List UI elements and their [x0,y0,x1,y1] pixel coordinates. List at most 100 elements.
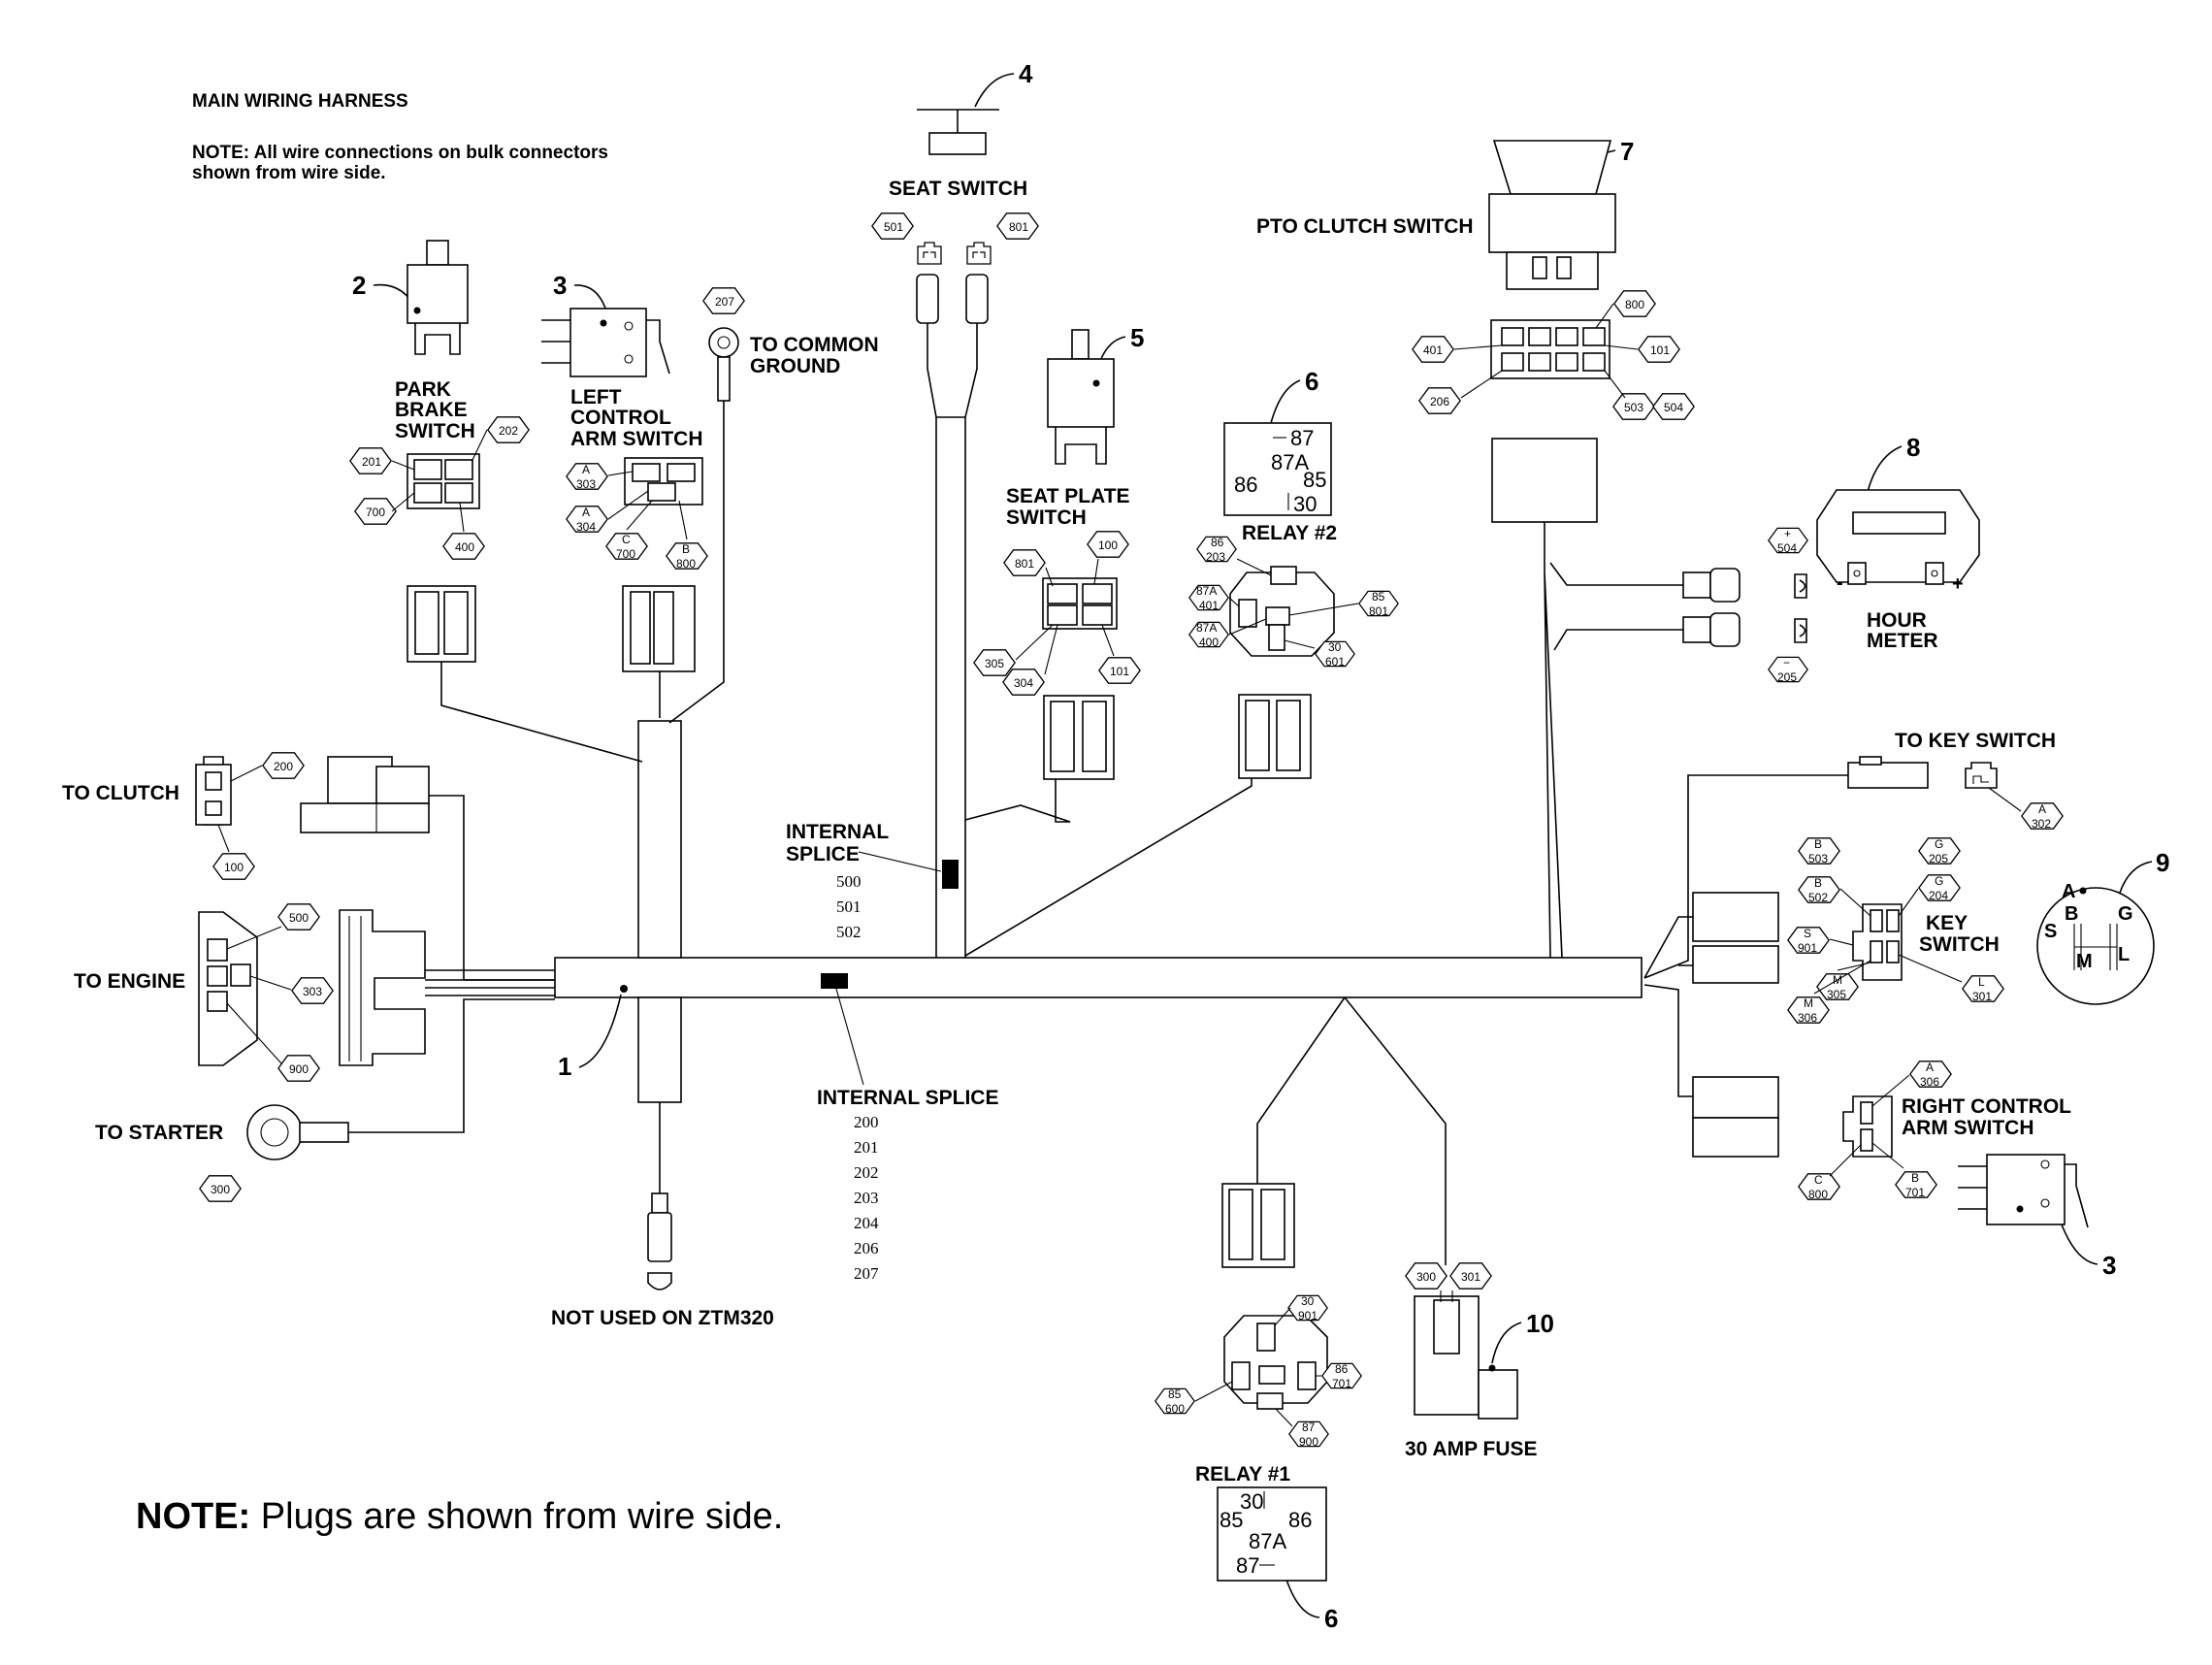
seat-plate-switch: SEAT PLATE SWITCH 801 100 305 304 101 [964,329,1141,823]
svg-text:B: B [682,542,690,556]
svg-text:8: 8 [1906,433,1920,462]
park-brake-switch: PARK BRAKE SWITCH 201 202 700 400 [349,240,643,763]
svg-text:100: 100 [224,861,244,874]
svg-text:B: B [1814,837,1822,851]
svg-text:800: 800 [1625,298,1644,311]
right-arm-label-1: RIGHT CONTROL [1902,1095,2071,1118]
svg-text:30: 30 [1328,640,1342,654]
relay-1-label: RELAY #1 [1195,1463,1290,1485]
svg-text:87: 87 [1302,1420,1316,1434]
callout-3-right: 3 [2061,1224,2116,1280]
svg-text:3: 3 [2102,1251,2116,1280]
svg-text:2: 2 [352,271,366,300]
svg-text:203: 203 [1206,550,1225,564]
seat-switch-label: SEAT SWITCH [889,178,1027,200]
svg-text:SPLICE: SPLICE [786,843,860,865]
svg-text:86: 86 [1335,1362,1349,1376]
svg-text:801: 801 [1369,604,1388,618]
to-engine-label: TO ENGINE [74,970,185,993]
key-switch-label-1: KEY [1926,912,1968,934]
svg-text:305: 305 [985,657,1004,670]
seat-plate-label-1: SEAT PLATE [1006,485,1130,507]
svg-text:801: 801 [1015,557,1034,571]
svg-text:503: 503 [1808,852,1828,865]
svg-text:301: 301 [1461,1270,1480,1284]
key-switch-label-2: SWITCH [1919,933,2000,956]
svg-text:30: 30 [1293,492,1317,516]
svg-text:101: 101 [1110,665,1129,678]
svg-text:302: 302 [2032,817,2051,831]
park-brake-label-2: BRAKE [395,399,468,421]
svg-text:206: 206 [854,1239,879,1257]
callout-9: 9 [2119,848,2169,894]
svg-text:9: 9 [2156,848,2169,877]
svg-text:202: 202 [854,1163,879,1182]
svg-text:300: 300 [1416,1270,1436,1284]
svg-text:400: 400 [1199,636,1219,649]
svg-text:504: 504 [1664,401,1683,414]
svg-text:85: 85 [1303,468,1326,492]
svg-text:303: 303 [576,477,596,491]
svg-text:1: 1 [558,1052,571,1081]
internal-splice-lower: INTERNAL SPLICE 200 201 202 203 204 206 … [817,981,998,1283]
svg-text:10: 10 [1526,1309,1554,1338]
svg-text:INTERNAL SPLICE: INTERNAL SPLICE [817,1087,998,1109]
svg-text:800: 800 [1808,1188,1828,1201]
svg-text:801: 801 [1009,220,1028,234]
svg-text:100: 100 [1098,539,1118,552]
svg-text:200: 200 [854,1113,879,1131]
svg-text:86: 86 [1234,473,1257,497]
svg-text:B: B [1911,1171,1919,1185]
common-ground-label-2: GROUND [750,355,840,377]
seat-plate-label-2: SWITCH [1006,506,1087,529]
svg-text:205: 205 [1777,670,1797,684]
relay-2-label: RELAY #2 [1242,522,1337,544]
callout-6-top: 6 [1270,367,1318,424]
svg-text:87A: 87A [1196,621,1217,635]
svg-text:601: 601 [1325,655,1345,669]
svg-text:86: 86 [1288,1508,1312,1532]
svg-text:203: 203 [854,1189,879,1207]
svg-text:S: S [1804,927,1811,940]
svg-text:401: 401 [1199,599,1219,612]
svg-text:600: 600 [1165,1402,1185,1416]
svg-text:B: B [2065,903,2078,925]
callout-4: 4 [974,59,1033,108]
to-starter-label: TO STARTER [95,1122,223,1144]
svg-text:A: A [2062,881,2075,902]
svg-text:87: 87 [1290,426,1314,450]
header-note-line1: NOTE: All wire connections on bulk conne… [192,143,608,163]
right-arm-label-2: ARM SWITCH [1902,1117,2033,1139]
main-harness [554,416,1643,1103]
svg-text:306: 306 [1798,1011,1817,1025]
svg-text:901: 901 [1798,941,1817,955]
svg-text:504: 504 [1777,541,1797,555]
to-starter: TO STARTER 300 [95,998,555,1202]
svg-text:A: A [2038,802,2046,816]
left-arm-label-3: ARM SWITCH [570,428,702,450]
callout-6-bottom: 6 [1285,1576,1338,1633]
svg-text:502: 502 [836,923,862,941]
svg-text:500: 500 [836,872,862,891]
svg-text:900: 900 [289,1062,309,1076]
header-note-line2: shown from wire side. [192,163,386,183]
park-brake-label-3: SWITCH [395,420,475,442]
hour-meter-label-1: HOUR [1867,609,1927,632]
svg-text:A: A [582,506,590,519]
svg-text:A: A [1926,1061,1934,1074]
svg-text:303: 303 [303,985,322,998]
svg-text:G: G [1935,837,1943,851]
svg-text:800: 800 [676,557,696,571]
svg-text:205: 205 [1929,852,1948,865]
svg-text:501: 501 [884,220,903,234]
left-arm-label-2: CONTROL [570,407,671,429]
svg-text:700: 700 [366,506,385,519]
svg-text:85: 85 [1168,1388,1182,1401]
svg-text:+: + [1952,573,1964,595]
svg-text:200: 200 [274,760,293,773]
svg-text:30: 30 [1240,1489,1263,1514]
svg-text:B: B [1814,876,1822,890]
